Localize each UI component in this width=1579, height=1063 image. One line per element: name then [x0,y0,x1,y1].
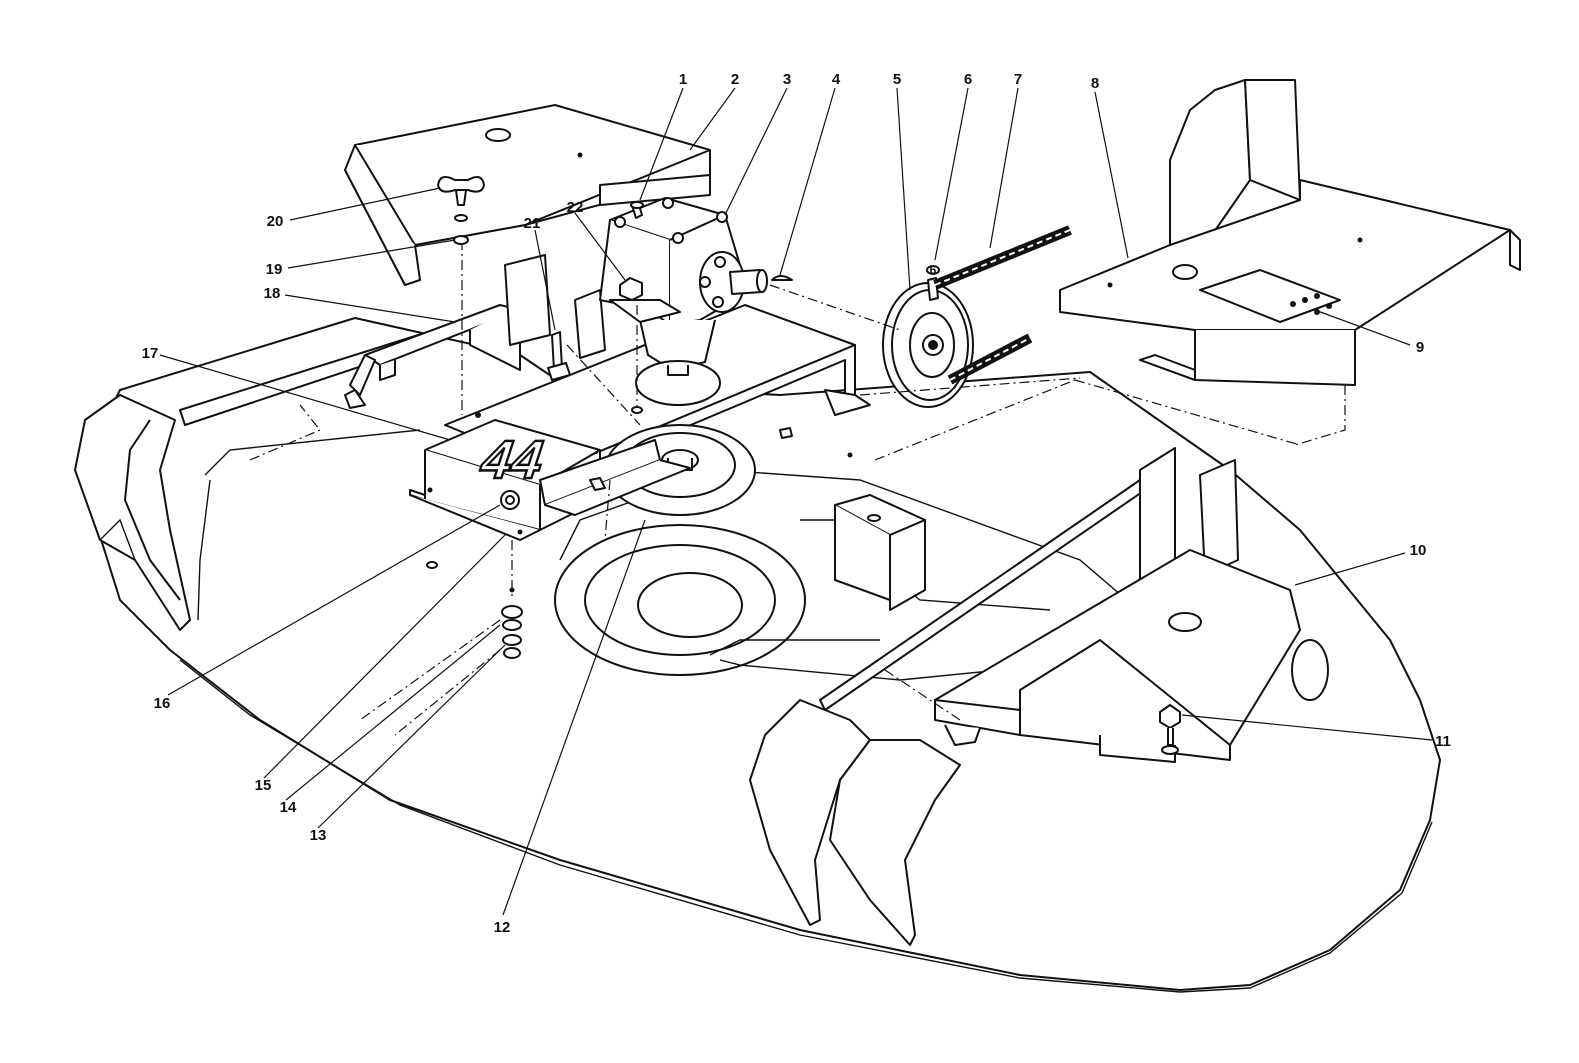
washer-stack-13-14 [501,587,523,659]
deck-holes [426,406,853,569]
callout-18: 18 [264,285,281,302]
callout-4: 4 [832,71,841,88]
belt-shield-right [1059,79,1521,386]
spindle-cover-right [934,549,1329,763]
callout-14: 14 [280,799,297,816]
callout-13: 13 [310,827,327,844]
bolt-11 [1159,704,1181,755]
callout-5: 5 [893,71,901,88]
callout-20: 20 [267,213,284,230]
callout-9: 9 [1416,339,1424,356]
callout-3: 3 [783,71,791,88]
callout-12: 12 [494,919,511,936]
left-baffle [74,394,191,631]
guide-rail-18 [344,254,606,418]
callout-21: 21 [524,215,541,232]
deck-front-bracket [834,494,926,611]
nut-16 [500,490,520,510]
callout-leaders [159,87,1433,916]
callout-22: 22 [567,199,584,216]
bolt-21 [547,331,571,381]
drive-belt [933,225,1072,385]
callout-11: 11 [1435,733,1451,750]
callout-16: 16 [154,695,171,712]
callout-17: 17 [142,345,159,362]
callout-8: 8 [1091,75,1099,92]
nut-22 [619,277,643,301]
belt-shield-left [344,104,711,286]
callout-2: 2 [731,71,739,88]
callout-6-pulley: 6 [930,263,937,277]
callout-15: 15 [255,777,272,794]
alignment-lines [249,240,1346,736]
callout-19: 19 [266,261,283,278]
callout-labels: 1 2 3 4 5 6 7 8 9 10 11 12 13 14 15 16 1… [142,71,1451,936]
callout-10: 10 [1410,542,1427,559]
callout-7: 7 [1014,71,1022,88]
wing-screw [437,175,485,222]
woodruff-key [771,275,793,281]
right-baffle [749,699,961,946]
deck-mount-bracket: 44 [409,419,691,541]
washer-19 [453,235,469,245]
drive-pulley [882,265,974,408]
callout-1: 1 [679,71,687,88]
gearbox [599,197,768,406]
callout-6: 6 [964,71,972,88]
